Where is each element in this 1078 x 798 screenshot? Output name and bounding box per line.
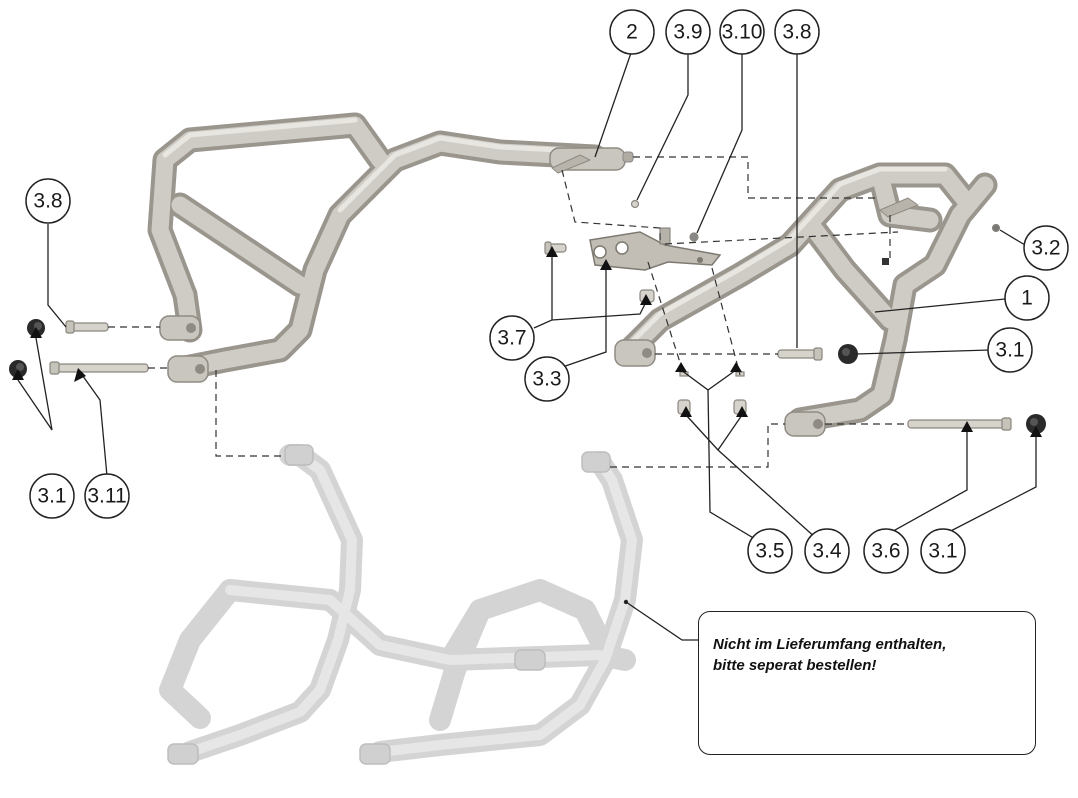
callout-3.8-left-circle	[25, 178, 71, 224]
callout-label-3.9: 3.9	[673, 21, 702, 44]
callout-label-3.7: 3.7	[497, 327, 526, 350]
crash-bar-right	[614, 162, 998, 437]
callout-3.11-circle	[84, 473, 130, 519]
callout-3.1-left-circle	[29, 473, 75, 519]
callout-3.7-circle	[489, 315, 535, 361]
callout-label-3.5: 3.5	[755, 540, 784, 563]
note-line-2: bitte seperat bestellen!	[713, 657, 877, 674]
callout-label-3.11: 3.11	[87, 485, 126, 508]
callout-label-3.1-right: 3.1	[995, 339, 1024, 362]
callout-label-3.2: 3.2	[1031, 237, 1060, 260]
leader-lines	[17, 49, 1037, 641]
arrowheads	[12, 246, 1042, 437]
callout-3.3-circle	[524, 356, 570, 402]
callout-label-3.4: 3.4	[812, 540, 842, 563]
mounting-bracket	[589, 227, 722, 271]
callout-3.5-circle	[747, 528, 793, 574]
callout-3.2-circle	[1023, 225, 1069, 271]
callout-3.9-circle	[665, 9, 711, 55]
note-line-1: Nicht im Lieferumfang enthalten,	[713, 636, 947, 653]
callout-2-circle	[609, 9, 655, 55]
assembly-lines	[108, 156, 908, 468]
callout-3.4-circle	[804, 528, 850, 574]
callout-label-3.8-left: 3.8	[33, 190, 62, 213]
callout-3.1-right-circle	[987, 327, 1033, 373]
callout-3.1-bottom-circle	[920, 528, 966, 574]
ghost-crash-bar	[159, 444, 643, 765]
callout-3.10-circle	[719, 9, 765, 55]
callout-label-3.8-top: 3.8	[782, 21, 811, 44]
not-included-note: Nicht im Lieferumfang enthalten, bitte s…	[698, 611, 1036, 755]
callout-bubbles	[25, 9, 1069, 574]
callout-label-3.3: 3.3	[532, 368, 561, 391]
callout-label-3.1-bottom: 3.1	[928, 540, 957, 563]
crash-bar-left	[147, 112, 634, 383]
callout-1-circle	[1004, 275, 1050, 321]
callout-label-3.1-left: 3.1	[37, 485, 66, 508]
callout-label-1: 1	[1021, 287, 1033, 310]
callout-label-3.6: 3.6	[871, 540, 900, 563]
callout-3.6-circle	[863, 528, 909, 574]
callout-label-2: 2	[626, 21, 638, 44]
callout-labels: 2 3.9 3.10 3.8 3.8 3.2 1 3.1 3.7 3.3 3.1…	[33, 21, 1060, 563]
ghost-leader-dot	[623, 599, 629, 605]
callout-3.8-top-circle	[774, 9, 820, 55]
callout-label-3.10: 3.10	[722, 21, 763, 44]
